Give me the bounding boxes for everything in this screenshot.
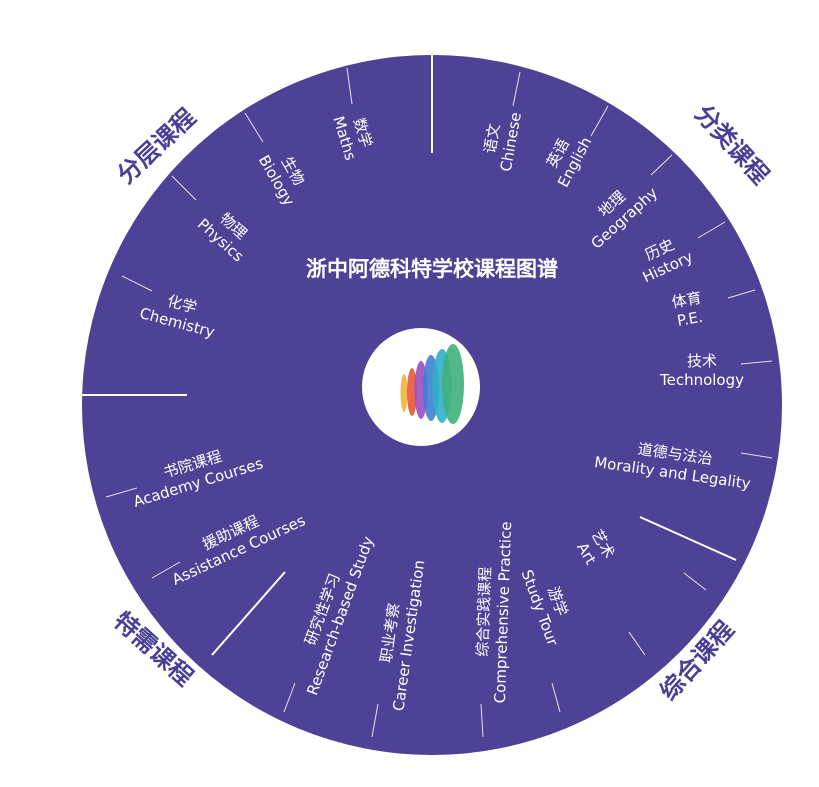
logo-petal-1 (400, 374, 408, 412)
school-logo (362, 328, 480, 446)
subject-technology-en: Technology (659, 371, 744, 389)
sector-divider-bottom (211, 571, 286, 656)
subject-pe-zh: 体育 (670, 289, 703, 312)
subject-practice-zh: 综合实践课程 (473, 566, 494, 657)
diagram-title: 浙中阿德科特学校课程图谱 (306, 256, 558, 281)
logo-petal-2 (407, 368, 417, 416)
subject-technology-zh: 技术 (687, 352, 717, 370)
subject-technology: 技术 Technology (659, 352, 744, 389)
subject-chinese-zh: 语文 (481, 122, 504, 155)
subject-pe: 体育 P.E. (670, 289, 704, 330)
subject-dividers (105, 67, 773, 738)
group-title-categorized: 分类课程 (689, 100, 774, 190)
subject-pe-en: P.E. (676, 308, 704, 330)
sector-divider-right (639, 516, 737, 561)
logo-petal-6 (442, 344, 464, 424)
